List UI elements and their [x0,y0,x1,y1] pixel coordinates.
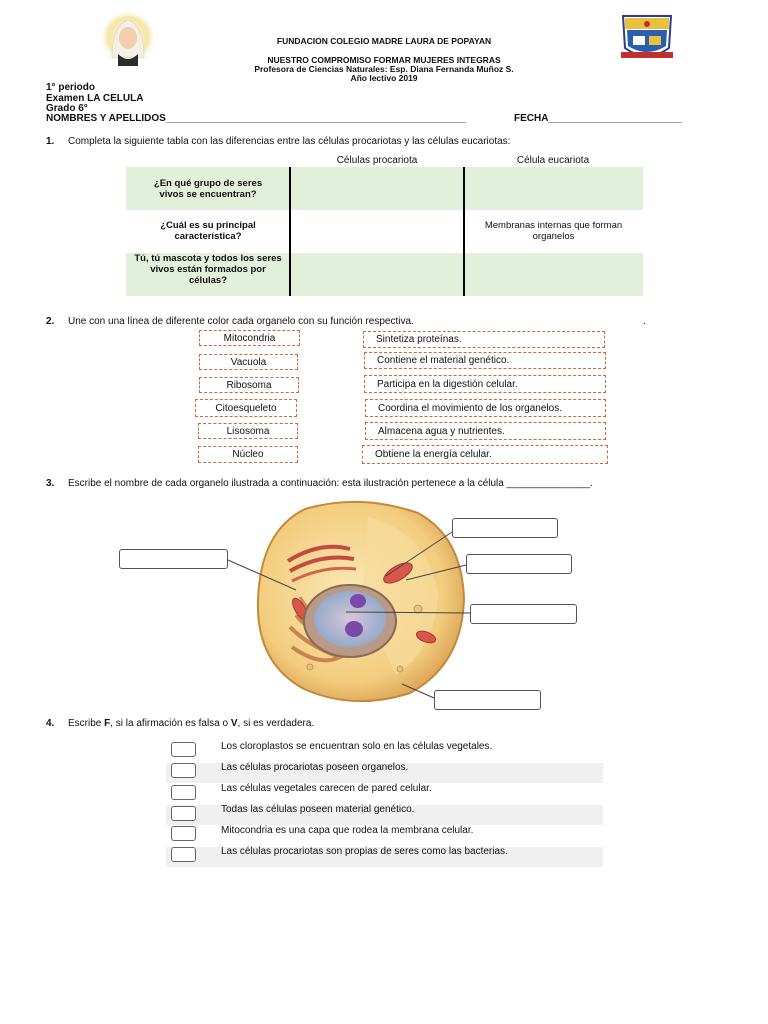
q4-text: Escribe F, si la afirmación es falsa o V… [68,718,314,729]
teacher-name: Profesora de Ciencias Naturales: Esp. Di… [254,64,514,74]
tf-statement: Las células procariotas son propias de s… [221,846,508,857]
function-box-coordinates-movement[interactable]: Coordina el movimiento de los organelos. [365,399,606,417]
row-question-cell: ¿Cuál es su principal característica? [160,220,256,242]
tf-statement: Los cloroplastos se encuentran solo en l… [221,741,493,752]
period-label: 1° periodo [46,82,96,93]
tf-answer-box[interactable] [171,742,196,757]
prokaryote-answer-cell[interactable] [290,167,464,210]
tf-statement: Las células vegetales carecen de pared c… [221,783,432,794]
row-question-cell: ¿En qué grupo de seres vivos se encuentr… [126,167,290,210]
q2-trailing: . [643,316,646,327]
organelle-box-nucleus[interactable]: Núcleo [198,446,298,463]
table-divider [463,167,465,296]
school-portrait-logo [98,8,158,66]
date-field[interactable]: FECHA________________________ [514,113,682,124]
eukaryote-answer-cell[interactable] [464,253,643,296]
q1-number: 1. [46,136,55,147]
organelle-box-mitochondria[interactable]: Mitocondria [199,330,300,346]
tf-answer-box[interactable] [171,847,196,862]
tf-row-background [166,847,603,867]
false-letter: F [104,718,111,729]
organelle-box-ribosome[interactable]: Ribosoma [199,377,299,393]
col-header-prokaryote: Células procariota [336,155,418,166]
q3-number: 3. [46,478,55,489]
col-header-eukaryote: Célula eucariota [516,155,590,166]
school-shield-logo [619,12,675,64]
label-box-bottom-right[interactable] [434,690,541,710]
function-box-genetic-material[interactable]: Contiene el material genético. [364,352,606,369]
q2-text: Une con una línea de diferente color cad… [68,316,414,327]
organelle-box-lysosome[interactable]: Lisosoma [198,423,298,439]
prokaryote-answer-cell[interactable] [290,253,464,296]
q4-number: 4. [46,718,55,729]
eukaryote-answer-cell[interactable] [464,167,643,210]
diff-table: ¿En qué grupo de seres vivos se encuentr… [126,167,643,296]
names-field[interactable]: NOMBRES Y APELLIDOS_____________________… [46,113,467,124]
school-name: FUNDACION COLEGIO MADRE LAURA DE POPAYAN [276,36,492,46]
tf-statement: Mitocondria es una capa que rodea la mem… [221,825,474,836]
tf-answer-box[interactable] [171,785,196,800]
tf-statement: Las células procariotas poseen organelos… [221,762,409,773]
label-box-nucleus-right[interactable] [470,604,577,624]
function-box-cell-digestion[interactable]: Participa en la digestión celular. [364,375,606,393]
school-motto: NUESTRO COMPROMISO FORMAR MUJERES INTEGR… [267,55,501,65]
q4-text-part: Escribe [68,718,105,729]
exam-title: Examen LA CELULA [46,93,144,104]
tf-statement: Todas las células poseen material genéti… [221,804,415,815]
grade-label: Grado 6° [46,103,88,114]
true-letter: V [230,718,238,729]
school-year: Año lectivo 2019 [350,73,418,83]
tf-row-background [166,763,603,783]
tf-answer-box[interactable] [171,806,196,821]
q4-text-part: , si la afirmación es falsa o [110,718,231,729]
q3-text: Escribe el nombre de cada organelo ilust… [68,478,593,489]
function-box-synthesizes-proteins[interactable]: Sintetiza proteínas. [363,331,605,348]
label-box-left[interactable] [119,549,228,569]
q1-text: Completa la siguiente tabla con las dife… [68,136,511,147]
eukaryote-answer-cell[interactable]: Membranas internas que forman organelos [484,220,623,242]
q2-number: 2. [46,316,55,327]
label-box-mid-right[interactable] [466,554,572,574]
function-box-stores-water[interactable]: Almacena agua y nutrientes. [365,422,606,440]
tf-answer-box[interactable] [171,763,196,778]
table-divider [289,167,291,296]
tf-answer-box[interactable] [171,826,196,841]
function-box-cell-energy[interactable]: Obtiene la energía celular. [362,445,608,464]
row-question-cell: Tú, tú mascota y todos los seres vivos e… [126,253,290,296]
animal-cell-illustration [250,497,470,707]
label-box-top-right[interactable] [452,518,558,538]
organelle-box-vacuole[interactable]: Vacuola [199,354,298,370]
q4-text-part: , si es verdadera. [237,718,315,729]
tf-row-background [166,805,603,825]
organelle-box-cytoskeleton[interactable]: Citoesqueleto [195,399,297,417]
